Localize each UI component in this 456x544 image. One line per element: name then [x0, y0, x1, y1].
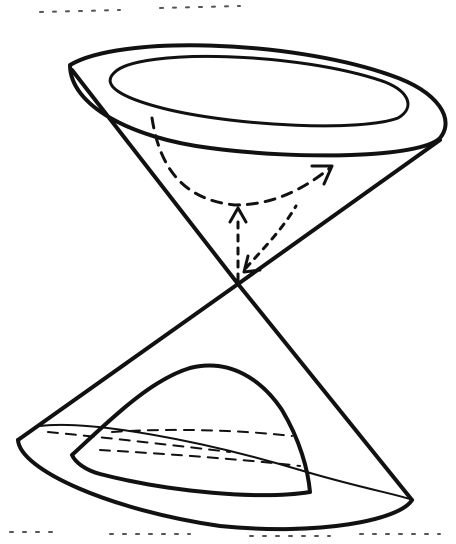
diagonal-arrowhead-near-apex	[244, 256, 260, 272]
lower-dashed-line-2	[100, 450, 300, 466]
vertical-arrowhead	[230, 208, 246, 222]
faint-top-scan-marks	[40, 6, 240, 12]
upper-cone-left-side	[72, 70, 238, 284]
upper-cone-right-side	[238, 140, 440, 284]
dashed-geodesic-path	[152, 118, 330, 205]
lower-cone-left-side	[18, 284, 238, 440]
faint-bottom-scan-marks	[10, 532, 440, 536]
lower-cone-right-side	[238, 284, 412, 500]
lower-cone-base-rim-back	[40, 425, 412, 500]
lower-dashed-line-3	[48, 432, 230, 452]
